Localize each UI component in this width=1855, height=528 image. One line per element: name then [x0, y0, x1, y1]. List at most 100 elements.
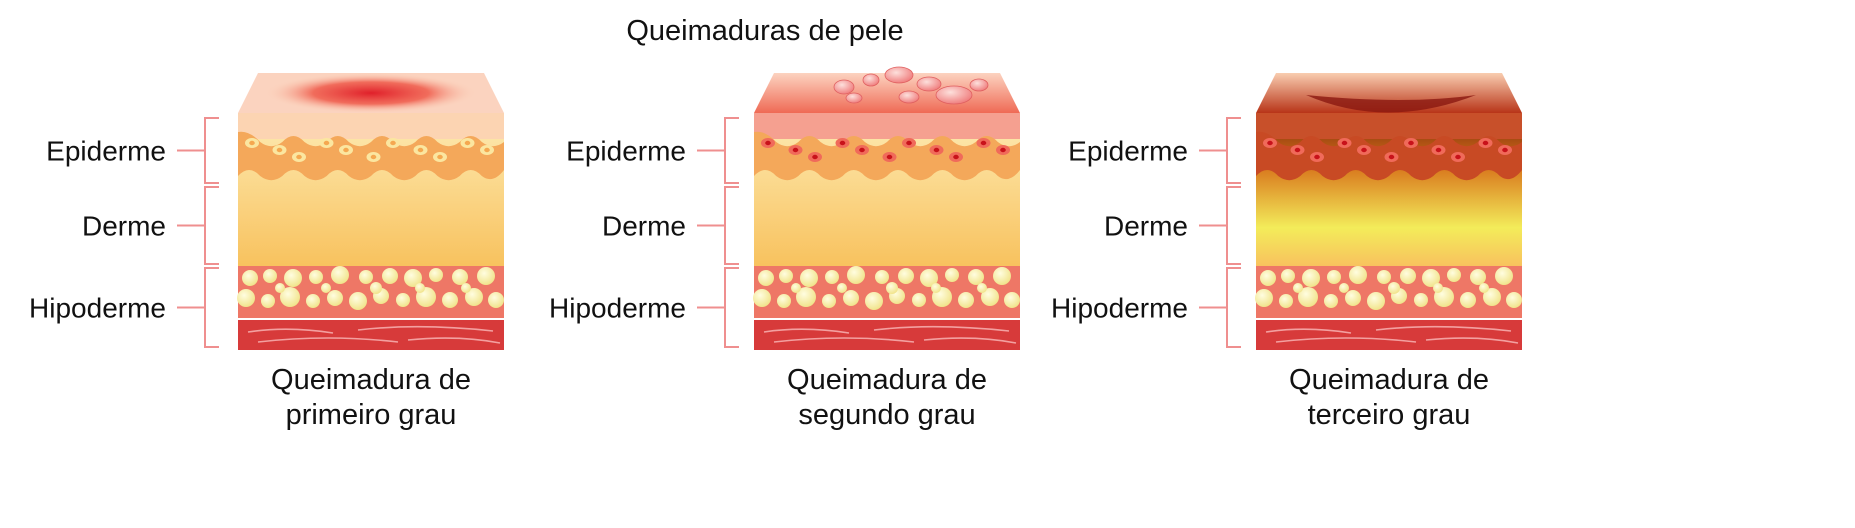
muscle-fibre [247, 328, 334, 334]
redness-spot [266, 73, 476, 113]
dermis-label: Derme [82, 211, 166, 242]
cell-nucleus [1294, 147, 1301, 153]
fat-cell [1483, 288, 1501, 306]
fat-cell [796, 287, 816, 307]
fat-cell [758, 270, 774, 286]
fat-cell [898, 268, 914, 284]
fat-cell [382, 268, 398, 284]
hypodermis-label: Hipoderme [29, 293, 166, 324]
cell-nucleus [323, 140, 330, 146]
epidermis-layer [1256, 113, 1522, 139]
cell-nucleus [839, 140, 846, 146]
fat-cell [800, 269, 818, 287]
cell-nucleus [343, 147, 349, 153]
fat-cell [1433, 283, 1443, 293]
skin-surface [1256, 73, 1522, 113]
epidermis-bracket [1199, 117, 1241, 184]
cell-nucleus [812, 154, 818, 160]
fat-cell [1377, 270, 1391, 284]
charred-area [1306, 95, 1476, 113]
fat-cell [284, 269, 302, 287]
cell-nucleus [1361, 147, 1367, 153]
fat-cell [779, 269, 793, 283]
muscle-fibre [357, 325, 494, 332]
fat-cell [331, 266, 349, 284]
cell-nucleus [906, 140, 912, 146]
muscle-fibre [1375, 325, 1512, 332]
fat-cell [429, 268, 443, 282]
fat-cell [1388, 282, 1400, 294]
fat-cell [1479, 283, 1489, 293]
cell-nucleus [417, 147, 424, 153]
cell-nucleus [249, 140, 255, 146]
fat-cell [1279, 294, 1293, 308]
cell-nucleus [980, 140, 987, 146]
muscle-fibre [923, 337, 1017, 344]
fat-cell [912, 293, 926, 307]
cell-nucleus [886, 154, 893, 160]
fat-cell [275, 283, 285, 293]
muscle-layer [238, 320, 504, 350]
fat-cell [1004, 292, 1020, 308]
fat-cell [843, 290, 859, 306]
fat-cell [945, 268, 959, 282]
cell-nucleus [484, 147, 490, 153]
blister [884, 66, 914, 84]
fat-cell [1281, 269, 1295, 283]
fat-cell [370, 282, 382, 294]
fat-cell [847, 266, 865, 284]
blister [898, 90, 920, 104]
muscle-fibre [873, 325, 1010, 332]
fat-cell [465, 288, 483, 306]
fat-cell [415, 283, 425, 293]
fat-cell [359, 270, 373, 284]
hypodermis-bracket [1199, 267, 1241, 348]
fat-cell [461, 283, 471, 293]
blister [845, 92, 863, 104]
panel-caption-line1: Queimadura de [787, 364, 987, 396]
fat-cell [993, 267, 1011, 285]
cell-nucleus [1388, 154, 1395, 160]
fat-cell [306, 294, 320, 308]
fat-cell [349, 292, 367, 310]
muscle-fibre [1275, 337, 1417, 343]
fat-cell [981, 288, 999, 306]
epidermis-label: Epiderme [46, 136, 166, 167]
blister [916, 76, 942, 92]
fat-cell [1293, 283, 1303, 293]
fat-cell [777, 294, 791, 308]
fat-cell [977, 283, 987, 293]
hypodermis-label: Hipoderme [549, 293, 686, 324]
fat-cell [1460, 292, 1476, 308]
fat-cell [875, 270, 889, 284]
muscle-fibre [1425, 337, 1519, 344]
fat-cell [1324, 294, 1338, 308]
cell-nucleus [1435, 147, 1442, 153]
fat-cell [242, 270, 258, 286]
fat-cell [327, 290, 343, 306]
epidermis-bracket [177, 117, 219, 184]
cell-nucleus [437, 154, 443, 160]
fat-cell [1255, 289, 1273, 307]
fat-cell [1495, 267, 1513, 285]
fat-cell [1339, 283, 1349, 293]
fat-cell [1349, 266, 1367, 284]
panel-caption-line1: Queimadura de [271, 364, 471, 396]
fat-cell [1400, 268, 1416, 284]
panel-caption-line1: Queimadura de [1289, 364, 1489, 396]
blister [862, 73, 880, 87]
cell-nucleus [1482, 140, 1489, 146]
fat-cell [404, 269, 422, 287]
fat-cell [309, 270, 323, 284]
cell-nucleus [953, 154, 959, 160]
fat-cell [886, 282, 898, 294]
hypodermis-bracket [697, 267, 739, 348]
panel-caption-line2: segundo grau [798, 399, 975, 431]
cell-nucleus [464, 140, 471, 146]
muscle-fibre [1265, 328, 1352, 334]
fat-cell [263, 269, 277, 283]
